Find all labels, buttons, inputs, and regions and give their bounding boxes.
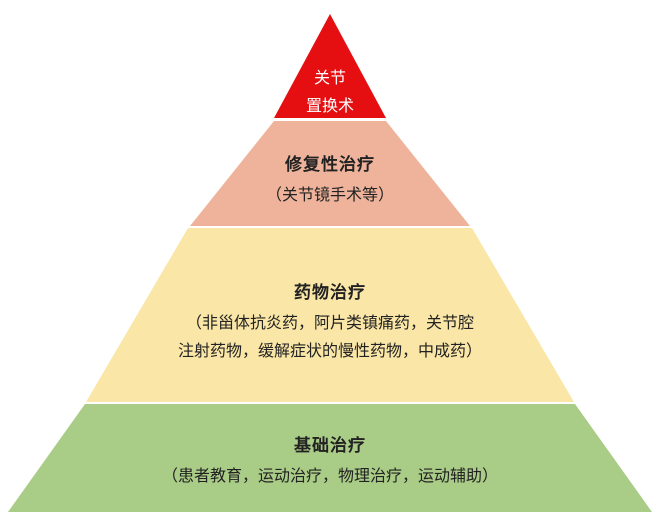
repair-tier-subtitle: （关节镜手术等） (265, 185, 394, 204)
medication-tier-line-1: （非甾体抗炎药，阿片类镇痛药，关节腔 (185, 313, 474, 332)
tier-medication (86, 228, 574, 402)
basic-tier-title: 基础治疗 (294, 436, 366, 456)
medication-tier-line-2: 注射药物，缓解症状的慢性药物，中成药） (177, 341, 482, 360)
tier-basic (8, 404, 652, 512)
medication-tier-title: 药物治疗 (294, 283, 366, 303)
repair-tier-title: 修复性治疗 (285, 155, 375, 175)
top-tier-line-1: 关节 (313, 68, 346, 87)
top-tier-line-2: 置换术 (305, 96, 354, 115)
basic-tier-subtitle: （患者教育，运动治疗，物理治疗，运动辅助） (161, 466, 498, 485)
tier-repair (190, 121, 470, 226)
tier-top (274, 14, 386, 118)
